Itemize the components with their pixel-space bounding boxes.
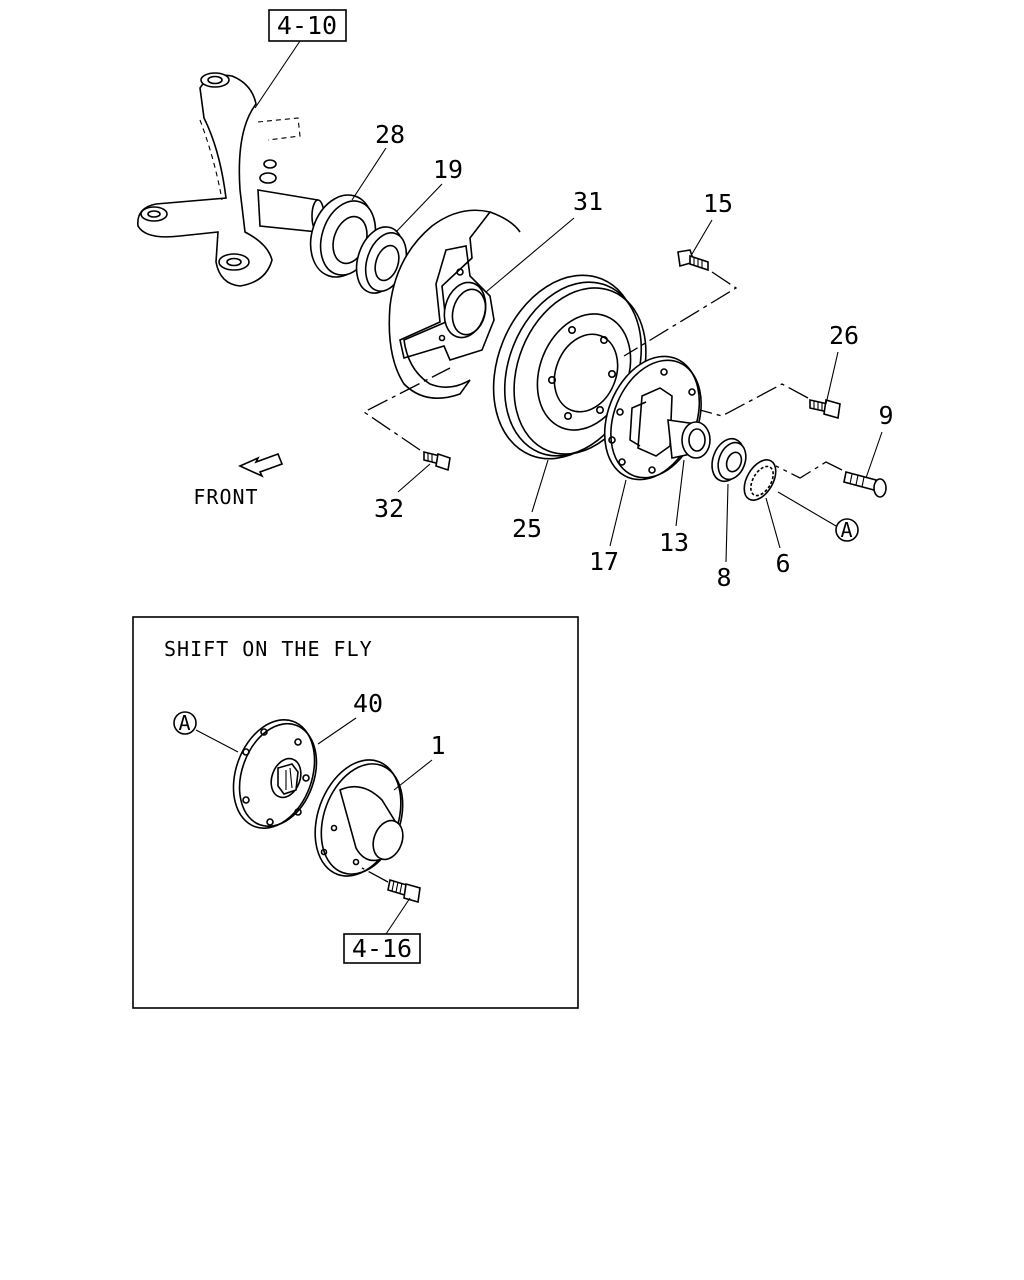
bolt-26 xyxy=(809,398,841,420)
bolt-32 xyxy=(423,450,451,472)
inset-frame xyxy=(132,616,579,1009)
ref-label-bottom: 4-16 xyxy=(352,934,412,963)
ref-circle-a-inset[interactable]: A xyxy=(173,711,197,735)
callout-32: 32 xyxy=(374,494,404,523)
inset-bolt xyxy=(387,878,421,904)
steering-knuckle xyxy=(137,72,325,287)
front-arrow-icon xyxy=(238,452,284,478)
free-wheel-flange xyxy=(232,718,318,830)
callout-9: 9 xyxy=(878,401,893,430)
ref-label-top: 4-10 xyxy=(277,11,337,40)
callout-1: 1 xyxy=(430,731,445,760)
ref-box-top[interactable]: 4-10 xyxy=(268,9,347,42)
svg-text:A: A xyxy=(840,518,853,542)
callout-40: 40 xyxy=(353,689,383,718)
callout-28: 28 xyxy=(375,120,405,149)
callout-15: 15 xyxy=(703,189,733,218)
bolt-9 xyxy=(843,471,887,498)
ref-circle-a-main[interactable]: A xyxy=(835,518,859,542)
brake-rotor xyxy=(492,274,647,460)
bolt-9-path xyxy=(775,461,843,479)
callout-13: 13 xyxy=(659,528,689,557)
bolt-15 xyxy=(677,249,709,272)
callout-17: 17 xyxy=(589,547,619,576)
ref-leader-top xyxy=(254,40,301,109)
inset-title: SHIFT ON THE FLY xyxy=(164,637,373,661)
callout-26: 26 xyxy=(829,321,859,350)
hub-sleeve xyxy=(667,419,711,459)
lock-nut xyxy=(711,437,747,483)
hub-cap xyxy=(314,759,404,877)
front-label: FRONT xyxy=(193,485,258,509)
bolt-26-path xyxy=(699,383,809,417)
callout-8: 8 xyxy=(716,563,731,592)
bolt-15-path xyxy=(623,271,738,357)
callout-6: 6 xyxy=(775,549,790,578)
svg-text:A: A xyxy=(178,711,191,735)
ref-box-bottom[interactable]: 4-16 xyxy=(343,933,421,964)
callout-19: 19 xyxy=(433,155,463,184)
dust-shield xyxy=(388,209,521,400)
callout-25: 25 xyxy=(512,514,542,543)
lock-washer xyxy=(743,459,777,501)
callout-31: 31 xyxy=(573,187,603,216)
